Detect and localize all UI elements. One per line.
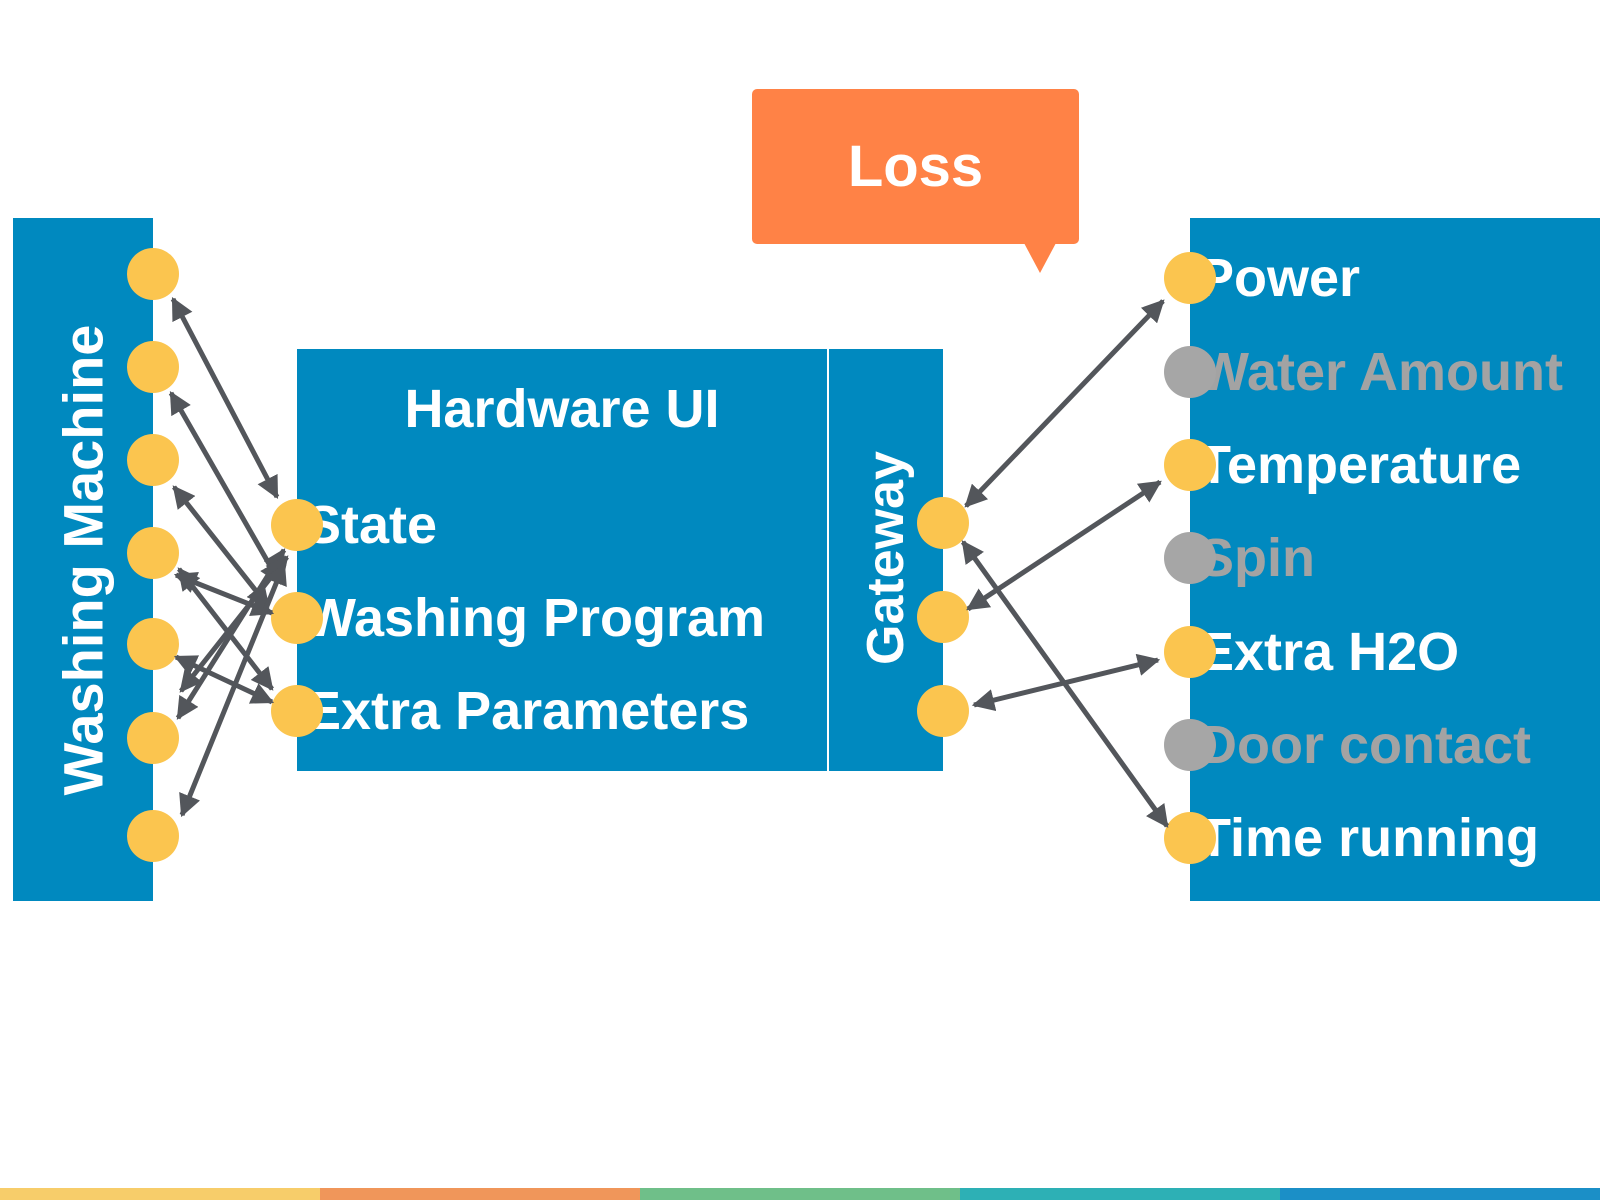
hardware-ui-item-state: State [305,495,438,555]
footer-segment [1280,1188,1600,1200]
output-label-time-running: Time running [1198,808,1540,868]
hardware-ui-title: Hardware UI [404,379,720,439]
output-port-temperature [1164,439,1216,491]
output-port-time-running [1164,812,1216,864]
footer-segment [640,1188,960,1200]
output-port-power [1164,252,1216,304]
gateway-port [917,497,969,549]
wm-to-state-arrow [170,297,280,499]
output-label-temperature: Temperature [1198,435,1522,495]
output-port-spin [1164,532,1216,584]
output-port-door-contact [1164,719,1216,771]
footer-segment [960,1188,1280,1200]
output-label-spin: Spin [1198,528,1315,588]
washing-machine-port [127,712,179,764]
washing-machine-port [127,618,179,670]
output-port-water-amount [1164,346,1216,398]
loss-callout-pointer [1024,243,1056,273]
hardware-ui-panel [297,349,827,771]
wm-to-program-arrow [172,485,270,608]
washing-machine-port [127,248,179,300]
output-label-power: Power [1198,248,1361,308]
outputs-panel [1190,218,1600,901]
footer-segment [0,1188,320,1200]
gateway-port [917,591,969,643]
loss-label: Loss [847,134,984,199]
gateway-to-time-running-arrow [960,540,1170,828]
output-label-water-amount: Water Amount [1198,342,1563,402]
output-port-extra-h2o [1164,626,1216,678]
loss-callout: Loss [752,89,1079,244]
footer-color-bar [0,1188,1600,1200]
gateway-port [917,685,969,737]
washing-machine-port [127,341,179,393]
output-label-door-contact: Door contact [1198,715,1532,775]
footer-segment [320,1188,640,1200]
hardware-ui-item-washing-program: Washing Program [305,588,766,648]
washing-machine-port [127,810,179,862]
output-label-extra-h2o: Extra H2O [1198,622,1460,682]
gateway-to-power-arrow [964,299,1165,508]
wm-to-state-arrow [179,555,289,693]
wm-to-state-arrow [179,561,287,818]
hardware-ui-item-extra-parameters: Extra Parameters [305,681,750,741]
